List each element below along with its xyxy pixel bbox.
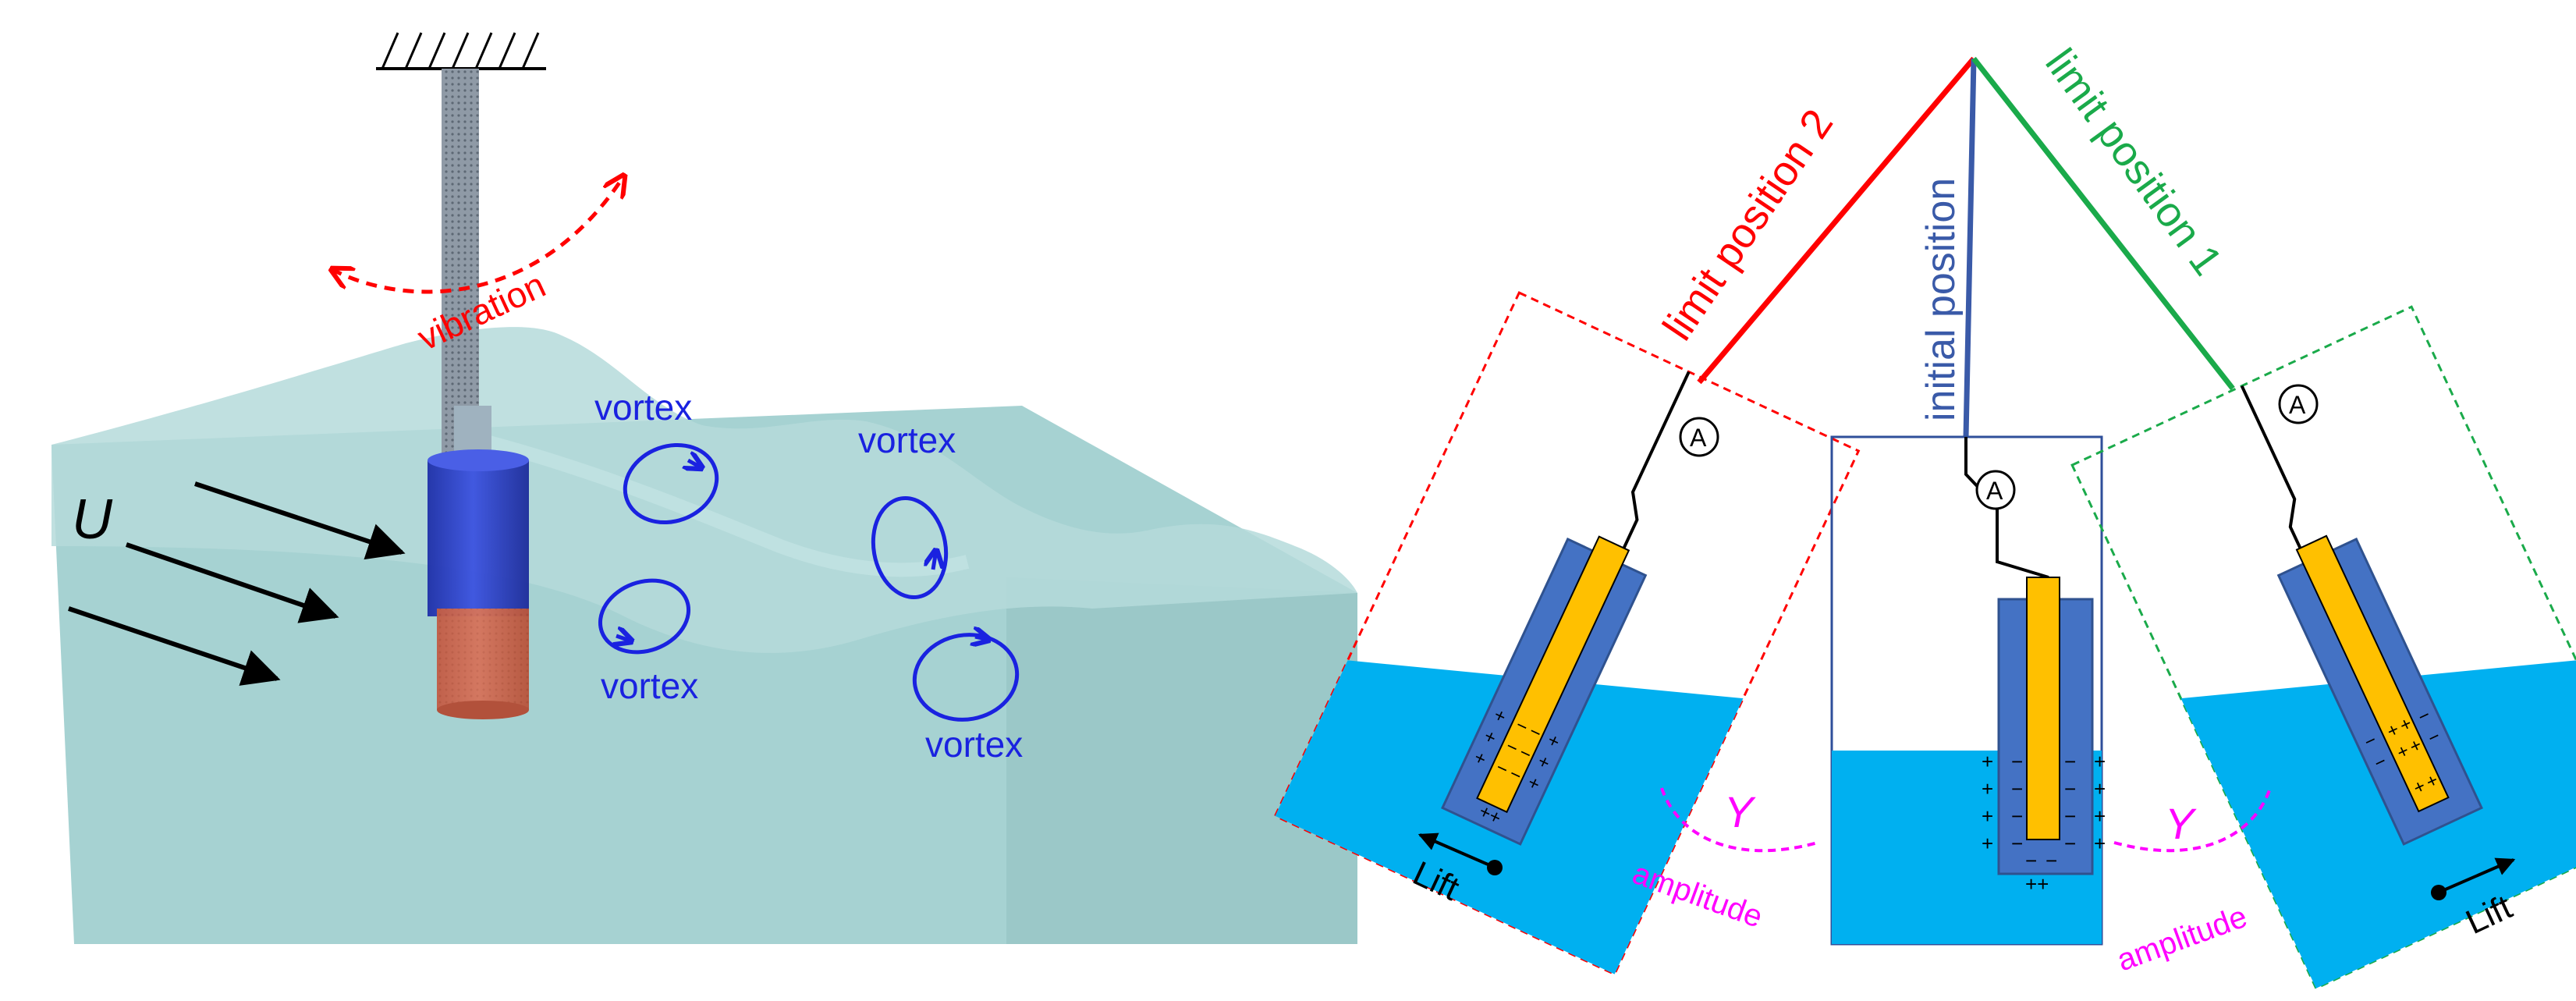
vortex-circle-3 [871,495,949,600]
vortex-circle-1 [623,442,719,525]
svg-text:+: + [2094,804,2106,828]
vortex-labels: vortex vortex vortex vortex [594,387,1023,765]
oscillating-cylinder [428,449,529,719]
svg-text:++: ++ [2025,872,2049,896]
initial-position-core [2026,577,2060,840]
limit-position-1-ammeter: A [2278,384,2319,424]
svg-text:−: − [2046,849,2057,872]
vortex-circle-4 [912,633,1020,722]
amplitude-symbol-left: Y [1724,787,1756,836]
svg-text:+: + [2094,832,2106,855]
limit-position-1-module: − − + + + + − − + + [2070,305,2576,990]
vortex-arrow-4 [975,637,989,640]
limit-position-1-wire [2240,385,2305,556]
vortex-circle-2 [598,578,691,655]
right-panel: limit position 2 initial position limit … [1273,41,2576,990]
limit-position-2-label: limit position 2 [1654,101,1842,349]
svg-text:−: − [2064,832,2076,855]
vortex-label-3: vortex [601,666,698,706]
initial-position-charges: + + + + − − − − − − − − + + + + − − ++ [1982,750,2106,896]
initial-position-label: initial position [1918,178,1964,421]
svg-text:+: + [1982,832,1993,855]
limit-position-1-label: limit position 1 [2036,41,2231,284]
initial-position-wire [1964,437,2049,579]
vortex-label-4: vortex [925,724,1023,765]
svg-text:−: − [2064,777,2076,800]
svg-text:−: − [2011,804,2023,828]
amplitude-label-right: amplitude [2113,900,2251,978]
vortex-arrow-3 [933,550,936,570]
amplitude-symbol-right: Y [2165,799,2197,848]
svg-text:−: − [2064,804,2076,828]
svg-text:−: − [2011,750,2023,773]
svg-text:+: + [2094,750,2106,773]
limit-position-2-wire [1619,371,1691,556]
svg-text:−: − [2025,849,2037,872]
limit-position-2-module: + + + + + + − − − − − − ++ [1273,291,1861,976]
water-side-face [1006,577,1357,944]
initial-position-line [1963,58,1977,438]
amplitude-arc-right [2113,787,2272,853]
flow-arrows [68,481,406,686]
vortex-label-2: vortex [858,420,956,460]
water-surface [51,327,1357,653]
amplitude-label-left: amplitude [1628,856,1767,935]
fixed-support [376,32,546,70]
svg-text:−: − [2064,750,2076,773]
limit-position-2-core [1476,535,1630,814]
initial-position-module: A + + + + − − − − − − − − + + + + − [1830,435,2106,946]
vortex-arrow-1 [688,460,702,468]
svg-text:+: + [1982,804,1993,828]
limit-position-1-line [1971,56,2235,391]
svg-text:−: − [2011,832,2023,855]
ammeter-symbol: A [1986,477,2003,505]
lift-arrow-left [1418,832,1503,875]
lift-arrow-right [2431,857,2516,900]
svg-text:+: + [2094,777,2106,800]
svg-text:−: − [2011,777,2023,800]
ammeter-symbol: A [1690,424,1707,452]
vortex-arrow-2 [616,636,632,641]
limit-position-1-core [2295,534,2450,813]
svg-text:+: + [1982,777,1993,800]
initial-position-ammeter [1975,470,2016,510]
water-wave-crest [466,430,970,577]
vortex-symbols [598,442,1020,722]
ammeter-symbol: A [2289,391,2306,419]
limit-position-2-line [1697,56,1976,385]
vortex-label-1: vortex [594,387,692,428]
left-panel: vibration U vortex vortex vortex vortex [51,32,1357,944]
svg-text:+: + [1982,750,1993,773]
limit-position-2-ammeter: A [1679,417,1719,457]
amplitude-arc-left [1660,787,1818,853]
flow-velocity-label: U [72,488,113,551]
